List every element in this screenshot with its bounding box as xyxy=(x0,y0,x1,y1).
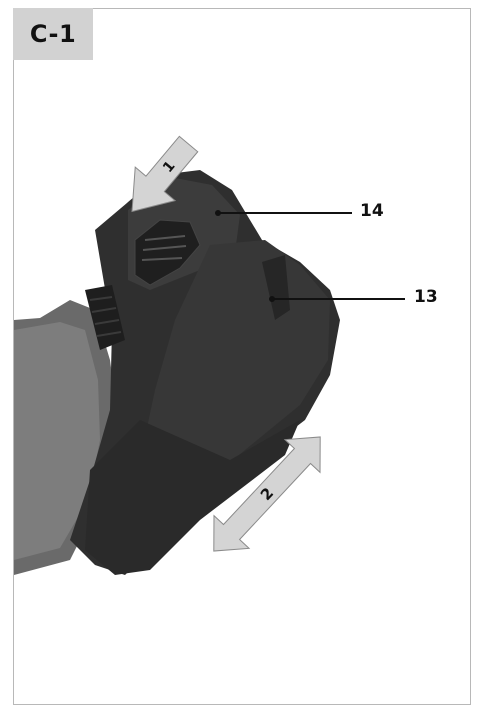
arrow-2: 2 xyxy=(213,436,321,552)
release-button-ridges xyxy=(141,235,187,261)
callout-label-13: 13 xyxy=(414,287,438,307)
battery-indicator-bar xyxy=(262,255,290,320)
tool-handle-shade xyxy=(14,322,100,560)
connector-ribs xyxy=(89,296,122,337)
arrow-1: 1 xyxy=(131,135,199,213)
battery-base xyxy=(85,420,300,575)
callout-dot-14 xyxy=(215,210,221,216)
callout-label-14: 14 xyxy=(360,201,384,221)
figure-tag: C-1 xyxy=(13,8,93,60)
callout-dot-13 xyxy=(269,296,275,302)
figure-tag-label: C-1 xyxy=(29,20,77,48)
